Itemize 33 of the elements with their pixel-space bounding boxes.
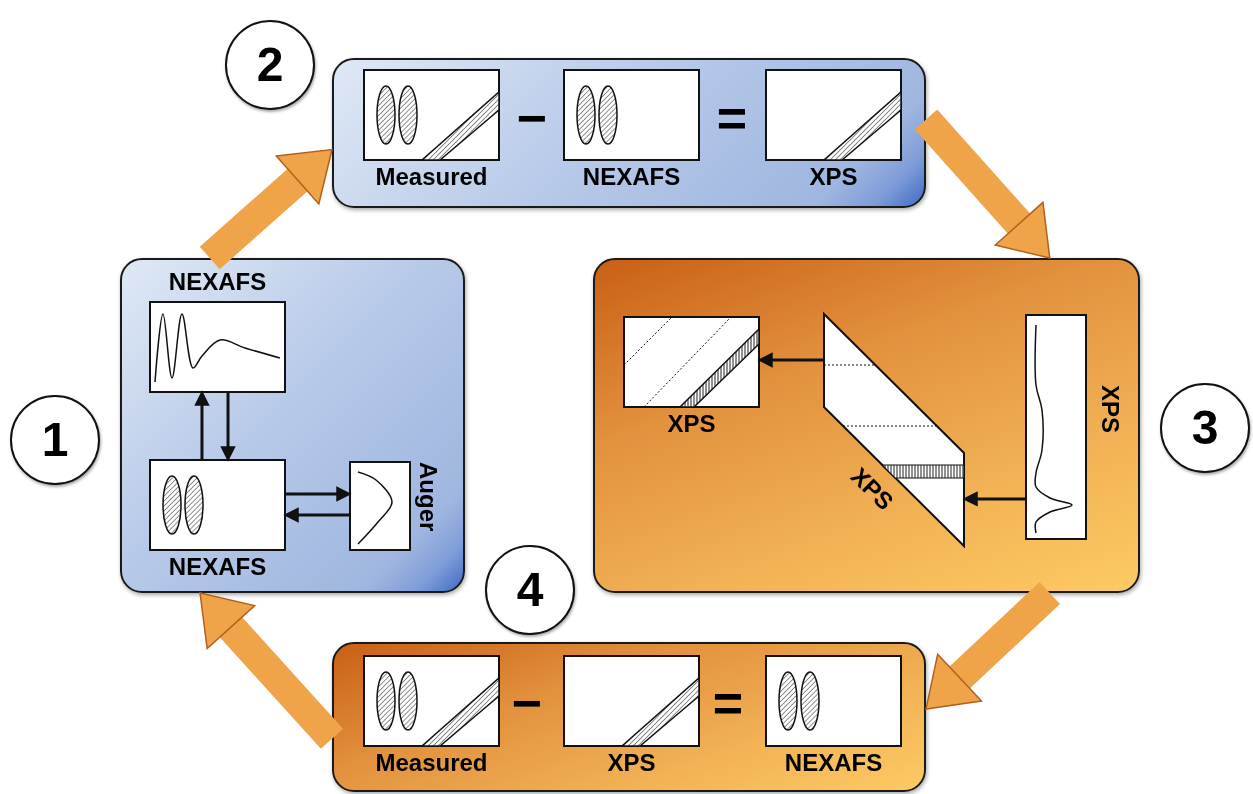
plot-label: NEXAFS	[167, 268, 268, 296]
arrow	[284, 507, 350, 523]
minus-sign: −	[515, 92, 549, 144]
plot-label: XPS	[606, 749, 657, 777]
block-arrow	[925, 582, 1060, 710]
arrow	[285, 486, 351, 502]
plot-label: Measured	[374, 749, 489, 777]
step-number-circle: 4	[485, 545, 575, 635]
plot-label: NEXAFS	[167, 553, 268, 581]
block-arrow	[199, 148, 333, 270]
plot-label: Auger	[414, 462, 442, 532]
panel	[120, 258, 465, 593]
panel	[332, 58, 926, 208]
arrow	[220, 392, 236, 461]
step-number-circle: 1	[10, 395, 100, 485]
step-number-circle: 2	[225, 20, 315, 110]
equals-sign: =	[715, 92, 749, 144]
plot-label: XPS	[666, 410, 717, 438]
arrow	[963, 491, 1026, 507]
plot-label: NEXAFS	[783, 749, 884, 777]
equals-sign: =	[711, 677, 745, 729]
panel	[593, 258, 1140, 593]
arrow	[758, 352, 824, 368]
panel	[332, 642, 926, 792]
plot-label: XPS	[808, 163, 859, 191]
block-arrow	[914, 109, 1051, 259]
arrow	[194, 391, 210, 460]
step-number-circle: 3	[1160, 383, 1250, 473]
block-arrow	[199, 592, 344, 749]
plot-label: Measured	[374, 163, 489, 191]
minus-sign: −	[510, 677, 544, 729]
plot-label: XPS	[1096, 385, 1124, 434]
plot-label: NEXAFS	[581, 163, 682, 191]
